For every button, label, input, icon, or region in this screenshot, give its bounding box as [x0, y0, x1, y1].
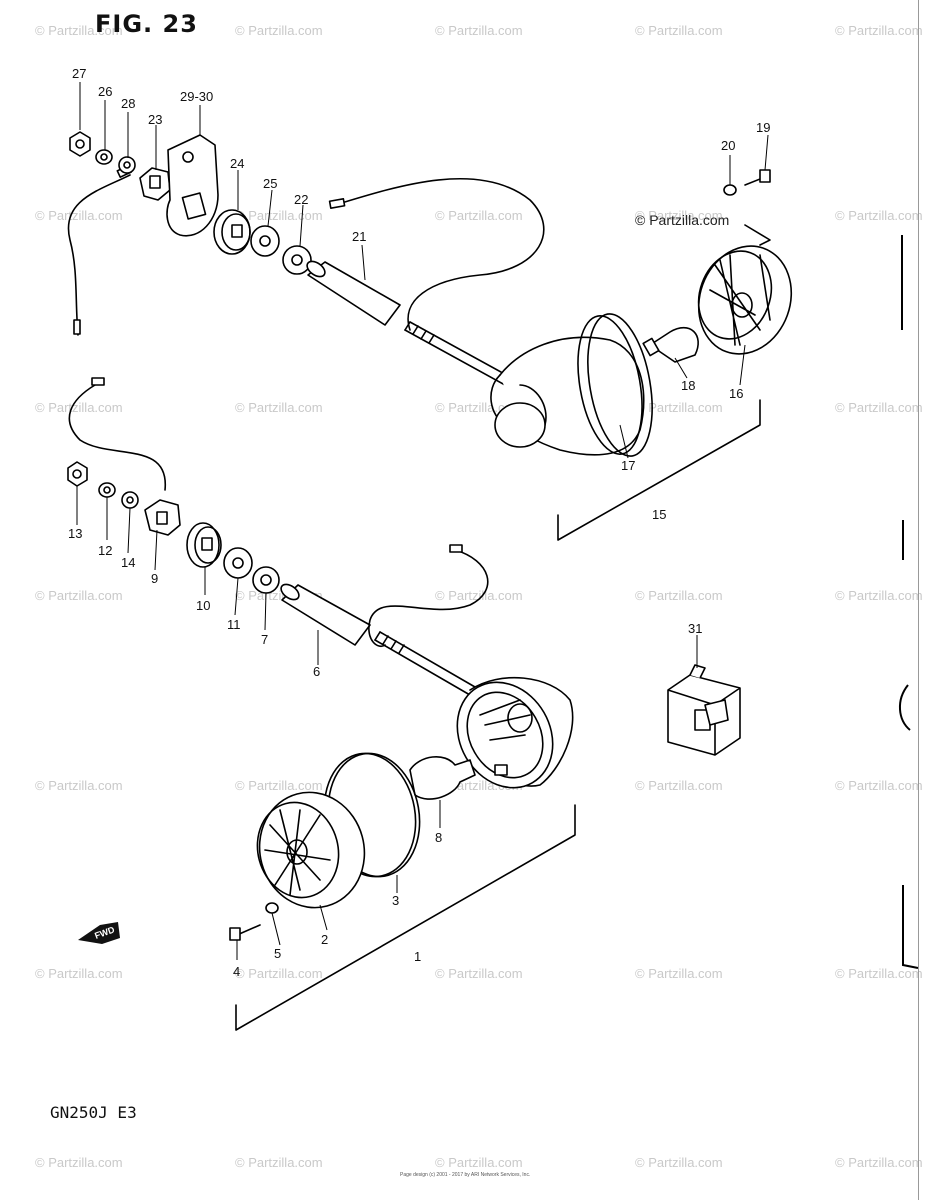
- watermark-text: © Partzilla.com: [235, 778, 323, 793]
- watermark-text: © Partzilla.com: [835, 208, 923, 223]
- callout-26: 26: [98, 84, 112, 99]
- callout-8: 8: [435, 830, 442, 845]
- callout-29-30: 29-30: [180, 89, 213, 104]
- relay-31: [667, 664, 741, 756]
- watermark-text: © Partzilla.com: [235, 1155, 323, 1170]
- callout-4: 4: [233, 964, 240, 979]
- watermark-text: © Partzilla.com: [835, 1155, 923, 1170]
- callout-31: 31: [688, 621, 702, 636]
- model-code: GN250J E3: [50, 1103, 137, 1122]
- upper-turn-signal-assembly: [67, 131, 793, 541]
- callout-18: 18: [681, 378, 695, 393]
- callout-19: 19: [756, 120, 770, 135]
- callout-6: 6: [313, 664, 320, 679]
- watermark-text: © Partzilla.com: [235, 23, 323, 38]
- callout-9: 9: [151, 571, 158, 586]
- callout-27: 27: [72, 66, 86, 81]
- watermark-text: © Partzilla.com: [635, 966, 723, 981]
- watermark-text: © Partzilla.com: [835, 23, 923, 38]
- watermark-text: © Partzilla.com: [635, 208, 723, 223]
- watermark-text: © Partzilla.com: [435, 1155, 523, 1170]
- callout-2: 2: [321, 932, 328, 947]
- watermark-text: © Partzilla.com: [235, 966, 323, 981]
- watermark-text: © Partzilla.com: [635, 1155, 723, 1170]
- watermark-text: © Partzilla.com: [635, 588, 723, 603]
- callout-17: 17: [621, 458, 635, 473]
- watermark-text: © Partzilla.com: [635, 400, 723, 415]
- watermark-text: © Partzilla.com: [35, 400, 123, 415]
- watermark-text: © Partzilla.com: [835, 966, 923, 981]
- fwd-arrow-icon: FWD: [78, 922, 120, 944]
- watermark-text: © Partzilla.com: [435, 588, 523, 603]
- watermark-text: © Partzilla.com: [35, 23, 123, 38]
- callout-25: 25: [263, 176, 277, 191]
- callout-7: 7: [261, 632, 268, 647]
- callout-28: 28: [121, 96, 135, 111]
- callout-14: 14: [121, 555, 135, 570]
- callout-11: 11: [227, 617, 241, 632]
- callout-15: 15: [652, 507, 666, 522]
- watermark-text: © Partzilla.com: [35, 208, 123, 223]
- figure-title: FIG. 23: [95, 10, 198, 38]
- partzilla-tag: © Partzilla.com: [635, 212, 729, 228]
- leader-lines: [76, 82, 769, 960]
- watermark-text: © Partzilla.com: [35, 966, 123, 981]
- scan-artefacts: [899, 235, 919, 969]
- watermark-text: © Partzilla.com: [235, 400, 323, 415]
- watermark-text: © Partzilla.com: [835, 778, 923, 793]
- page-edge: [918, 0, 927, 1200]
- callout-13: 13: [68, 526, 82, 541]
- callout-10: 10: [196, 598, 210, 613]
- watermark-text: © Partzilla.com: [635, 778, 723, 793]
- callout-21: 21: [352, 229, 366, 244]
- watermark-text: © Partzilla.com: [235, 208, 323, 223]
- footer-note: Page design (c) 2001 - 2017 by ARI Netwo…: [400, 1172, 531, 1178]
- watermark-layer: © Partzilla.com© Partzilla.com© Partzill…: [35, 23, 923, 1170]
- watermark-text: © Partzilla.com: [35, 588, 123, 603]
- callout-labels: 1234567891011121314151617181920212223242…: [68, 66, 770, 979]
- callout-3: 3: [392, 893, 399, 908]
- watermark-text: © Partzilla.com: [435, 23, 523, 38]
- callout-23: 23: [148, 112, 162, 127]
- watermark-text: © Partzilla.com: [35, 778, 123, 793]
- lower-turn-signal-assembly: [67, 377, 576, 1031]
- watermark-text: © Partzilla.com: [835, 588, 923, 603]
- watermark-text: © Partzilla.com: [635, 23, 723, 38]
- callout-20: 20: [721, 138, 735, 153]
- callout-1: 1: [414, 949, 421, 964]
- watermark-text: © Partzilla.com: [435, 966, 523, 981]
- watermark-text: © Partzilla.com: [435, 208, 523, 223]
- callout-12: 12: [98, 543, 112, 558]
- callout-5: 5: [274, 946, 281, 961]
- watermark-text: © Partzilla.com: [835, 400, 923, 415]
- watermark-text: © Partzilla.com: [35, 1155, 123, 1170]
- callout-22: 22: [294, 192, 308, 207]
- callout-24: 24: [230, 156, 244, 171]
- callout-16: 16: [729, 386, 743, 401]
